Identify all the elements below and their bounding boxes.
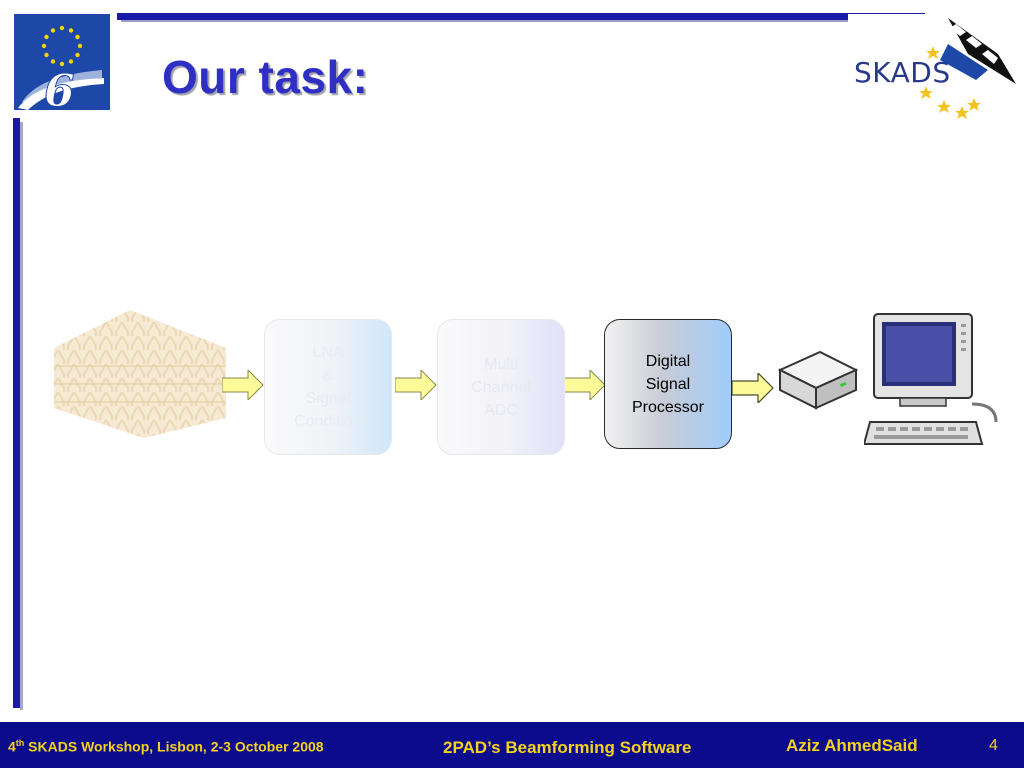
fp6-logo: 6: [14, 14, 110, 110]
footer-event-ordinal-suffix: th: [15, 738, 25, 748]
eu-stars-icon: [41, 25, 83, 67]
arrow-right-icon: [564, 370, 606, 400]
stage-lna-signal-condition: LNA & Signal Condition: [264, 319, 392, 455]
storage-drive-icon: [777, 350, 858, 410]
stage-label-line: Signal: [305, 390, 351, 407]
stage-label-line: Signal: [645, 375, 691, 393]
footer-event-title: SKADS Workshop, Lisbon, 2-3 October 2008: [24, 738, 324, 755]
skads-logo-text: SKADS: [854, 56, 951, 89]
stage-label-line: Condition: [294, 413, 362, 430]
stage-label-line: Digital: [645, 352, 691, 370]
stage-label-line: Processor: [631, 398, 705, 416]
left-rule-shadow: [20, 122, 23, 710]
footer-author-text: Aziz AhmedSaid: [786, 736, 918, 755]
left-rule: [13, 118, 20, 708]
footer-page-number: 4: [989, 737, 998, 754]
stage-digital-signal-processor: Digital Signal Processor: [604, 319, 732, 449]
gold-stars-icon: [919, 46, 981, 119]
slide-title: Our task:: [162, 51, 369, 103]
footer-event-ordinal-number: 4: [8, 738, 16, 755]
stage-label-line: &: [322, 367, 334, 384]
stage-label-line: LNA: [312, 344, 344, 361]
footer-project-text: 2PAD’s Beamforming Software: [443, 738, 692, 757]
checkered-flag-icon: [940, 18, 1016, 84]
stage-label-line: Multi: [484, 355, 518, 373]
stage-label-line: Channel: [471, 378, 531, 396]
computer-icon: [864, 313, 998, 445]
arrow-right-icon: [222, 370, 264, 400]
stage-multi-channel-adc: Multi Channel ADC: [437, 319, 565, 455]
stage-label-line: ADC: [484, 401, 518, 419]
footer-bar: [0, 722, 1024, 768]
arrow-right-icon: [732, 373, 774, 403]
skads-logo: [848, 14, 1020, 124]
header-rule-shadow: [121, 20, 929, 22]
antenna-array-icon: [54, 310, 226, 438]
arrow-right-icon: [395, 370, 437, 400]
footer-event-text: 4th SKADS Workshop, Lisbon, 2-3 October …: [8, 738, 324, 755]
header-rule: [117, 13, 925, 20]
fp6-number-icon: 6: [44, 66, 75, 110]
